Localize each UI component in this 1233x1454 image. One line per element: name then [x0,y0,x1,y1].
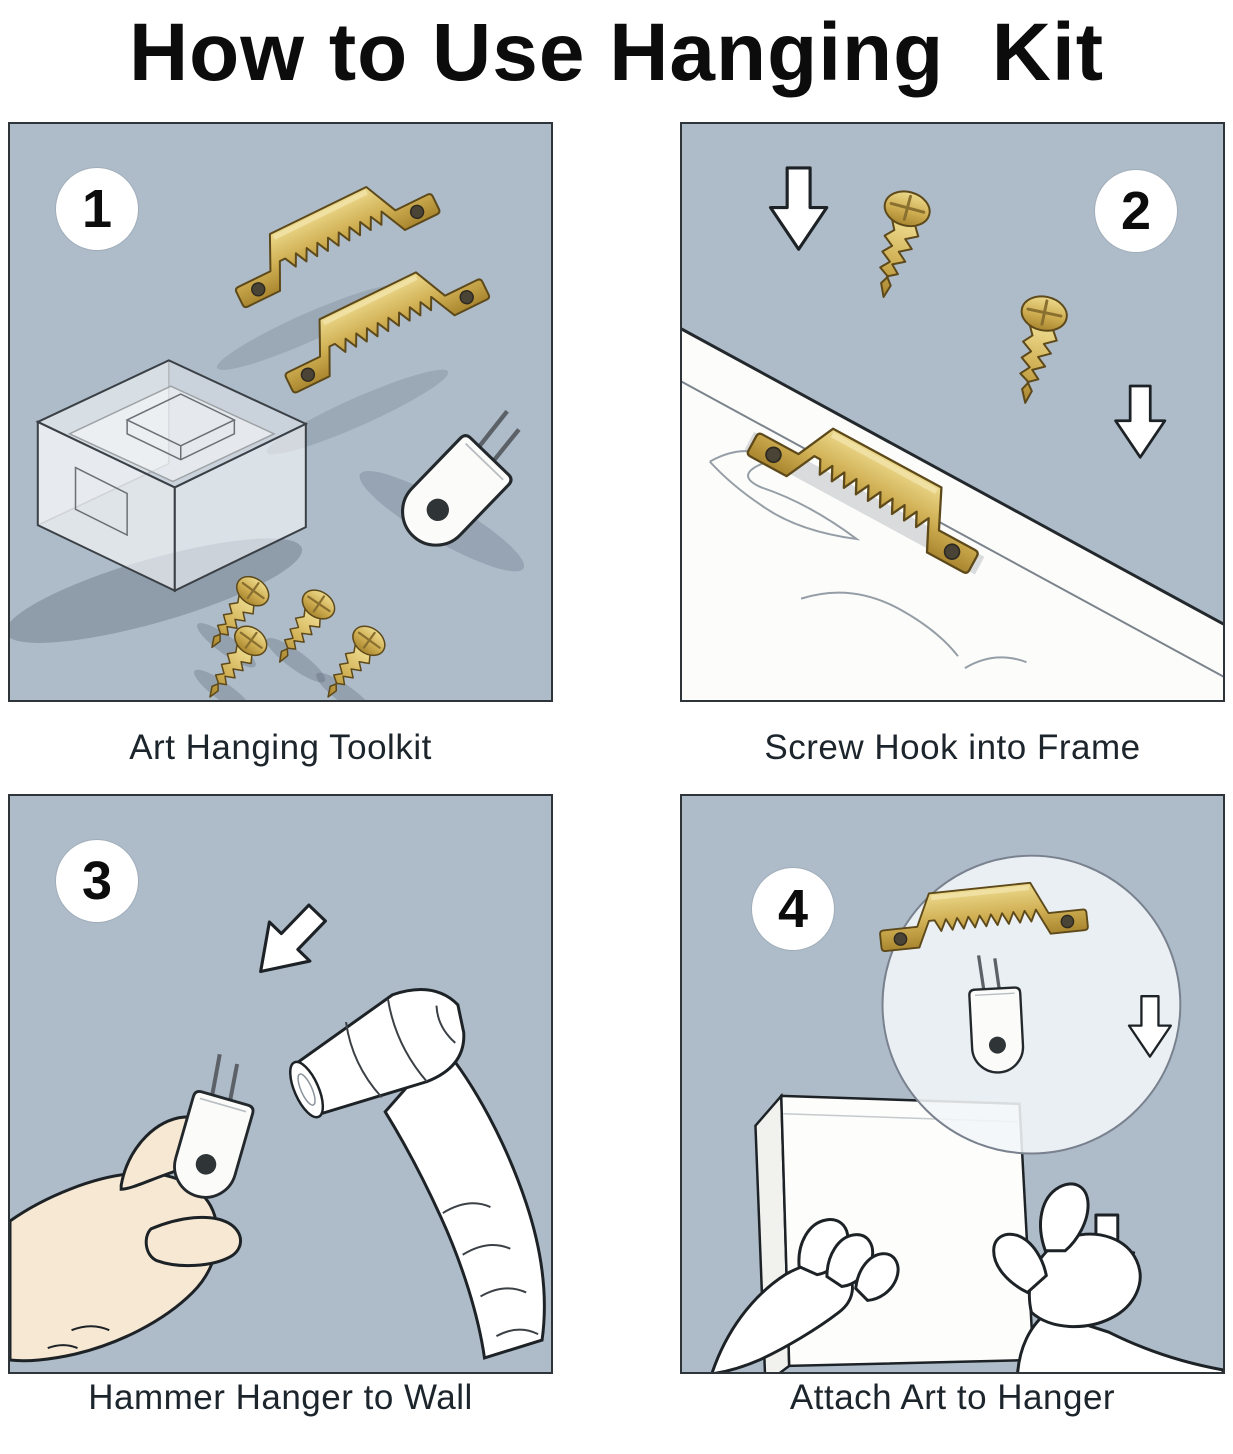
panel-step-2: 2 Screw Hook into Frame [680,122,1225,794]
frame-board-icon [682,327,1223,700]
panel-2-illustration [682,166,1223,700]
page-title: How to Use Hanging Kit [128,7,1105,98]
panel-1-caption: Art Hanging Toolkit [129,728,432,767]
screw-icon [859,185,936,305]
step-number: 3 [81,851,113,911]
panel-1-illustration [10,124,551,700]
panel-4-canvas: 4 [680,794,1225,1374]
panel-step-3: 3 Hammer Hanger to Wall [8,794,553,1422]
hand-icon [710,1218,900,1372]
instruction-grid: 1 Art Hanging Toolkit [0,122,1233,1422]
hammer-icon [289,988,546,1360]
panel-4-illustration [710,854,1223,1372]
panel-4-caption: Attach Art to Hanger [789,1378,1116,1417]
down-arrow-icon [238,891,339,993]
step-number-badge: 1 [56,168,138,250]
step-number: 1 [81,179,113,239]
down-arrow-icon [1114,384,1167,459]
panel-2-caption: Screw Hook into Frame [764,728,1141,767]
magnifier-circle-icon [876,854,1182,1155]
down-arrow-icon [768,166,829,251]
step-number-badge: 2 [1095,170,1177,252]
step-number: 4 [777,879,809,939]
panel-1-canvas: 1 [8,122,553,702]
panel-3-illustration [10,891,546,1363]
storage-case-icon [35,359,309,593]
panel-3-canvas: 3 [8,794,553,1374]
screw-icon [1001,290,1072,410]
step-number-badge: 4 [752,868,834,950]
panel-2-canvas: 2 [680,122,1225,702]
panel-step-1: 1 Art Hanging Toolkit [8,122,553,794]
sawtooth-hanger-icon [743,396,1004,577]
step-number-badge: 3 [56,840,138,922]
hand-icon [10,1048,268,1363]
panel-step-4: 4 Attach Art to Hanger [680,794,1225,1422]
panel-3-caption: Hammer Hanger to Wall [88,1378,473,1417]
step-number: 2 [1120,181,1152,241]
hand-icon [992,1182,1223,1372]
